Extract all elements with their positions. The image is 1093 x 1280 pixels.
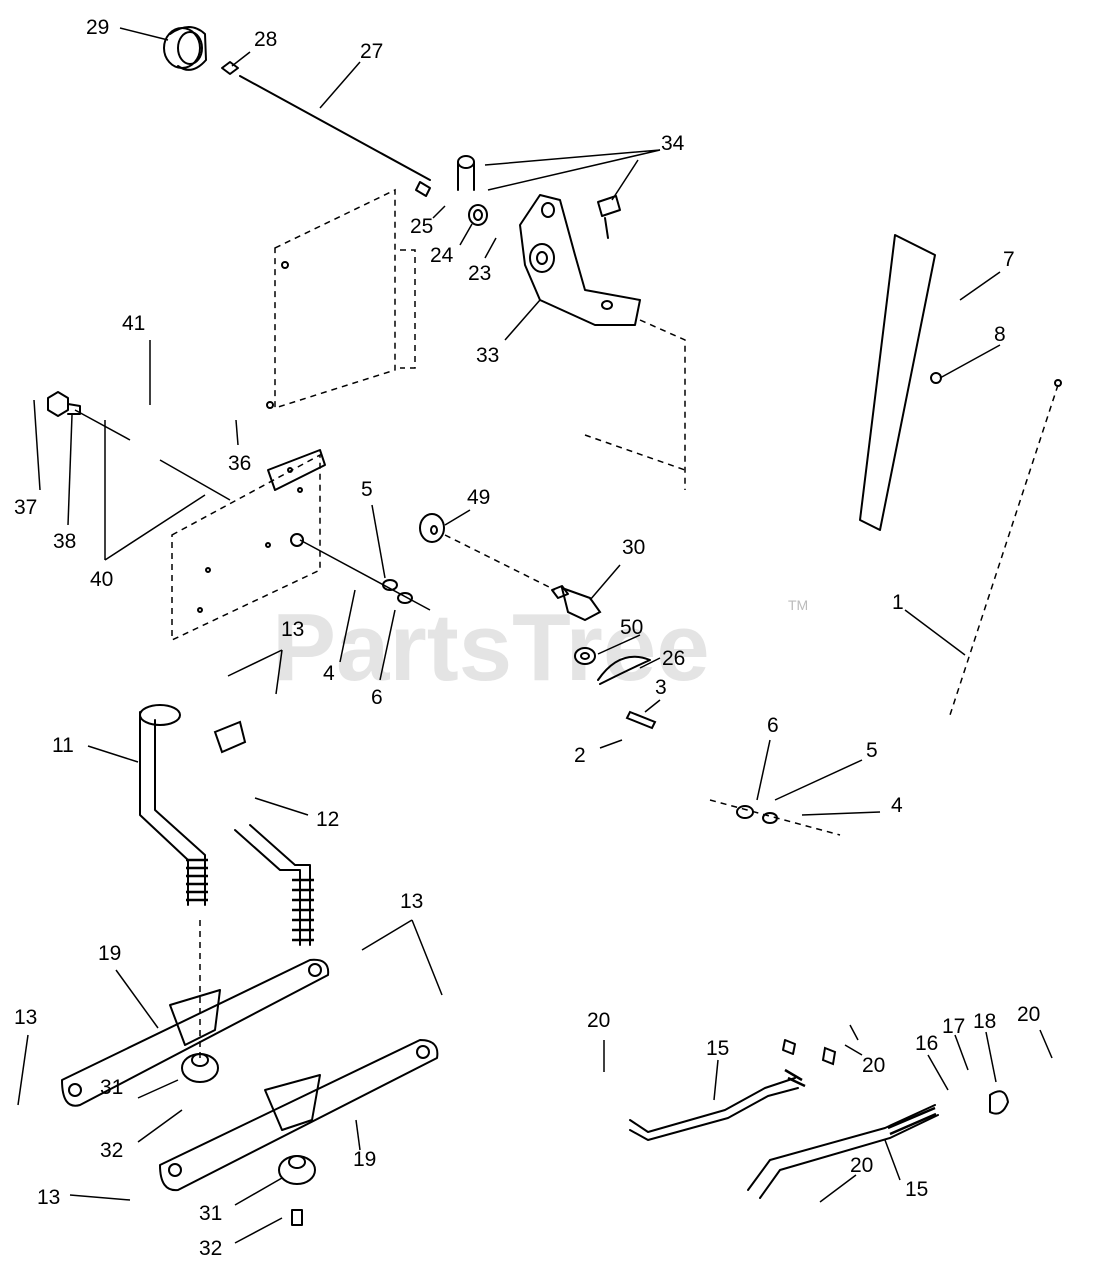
- part-34-bolt: [457, 155, 621, 239]
- callout-3: 3: [655, 676, 667, 699]
- callout-41: 41: [122, 312, 145, 335]
- part-30-switch: [551, 585, 602, 622]
- part-40-plate: [74, 409, 431, 642]
- callout-4-right: 4: [891, 794, 903, 817]
- callout-11: 11: [52, 734, 74, 757]
- housing-outline: [266, 188, 686, 490]
- part-7-handle: [859, 234, 942, 531]
- watermark: PartsTree: [272, 594, 710, 701]
- part-19-upper-arm: [61, 958, 330, 1107]
- part-31-nut-upper: [181, 1053, 219, 1083]
- callout-25: 25: [410, 215, 433, 238]
- callout-2: 2: [574, 744, 586, 767]
- part-drawings: [47, 26, 1062, 1226]
- part-50-nut: [574, 647, 596, 665]
- callout-19-lower: 19: [353, 1148, 376, 1171]
- part-19-lower-arm: [159, 1039, 439, 1192]
- callout-15-upper: 15: [706, 1037, 729, 1060]
- callout-20-left: 20: [587, 1009, 610, 1032]
- callout-32-upper: 32: [100, 1139, 123, 1162]
- callout-16: 16: [915, 1032, 938, 1055]
- pivot-parts: [415, 181, 488, 226]
- callout-36: 36: [228, 452, 251, 475]
- callout-17: 17: [942, 1015, 965, 1038]
- callout-40: 40: [90, 568, 113, 591]
- callout-labels: 29 28 27 34 25 24 23 33 7 8 41 36 37 38 …: [14, 16, 1040, 1260]
- part-27-shaft: [239, 75, 431, 181]
- callout-27: 27: [360, 40, 383, 63]
- callout-34: 34: [661, 132, 685, 155]
- callout-13-upper-left: 13: [281, 618, 304, 641]
- callout-7: 7: [1003, 248, 1015, 271]
- callout-6-right: 6: [767, 714, 779, 737]
- callout-32-lower: 32: [199, 1237, 222, 1260]
- callout-12: 12: [316, 808, 339, 831]
- part-3-pin: [625, 710, 657, 730]
- part-15-lower-rod: [747, 1090, 1009, 1199]
- callout-20-middle: 20: [862, 1054, 885, 1077]
- callout-26: 26: [662, 647, 685, 670]
- callout-19-upper: 19: [98, 942, 121, 965]
- callout-29: 29: [86, 16, 109, 39]
- callout-13-bottom: 13: [37, 1186, 60, 1209]
- callout-31-lower: 31: [199, 1202, 222, 1225]
- callout-24: 24: [430, 244, 454, 267]
- callout-30: 30: [622, 536, 645, 559]
- part-31-nut-lower: [278, 1155, 316, 1185]
- callout-38: 38: [53, 530, 76, 553]
- part-29-cap: [163, 26, 207, 71]
- part-37-38-bolt: [47, 391, 81, 417]
- part-32-bolt-lower: [291, 1209, 303, 1226]
- watermark-trademark: TM: [788, 597, 808, 613]
- part-15-upper-rod: [629, 1039, 837, 1141]
- part-11-rod: [139, 704, 208, 906]
- callout-6-upper: 6: [371, 686, 383, 709]
- callout-13-middle: 13: [400, 890, 423, 913]
- callout-28: 28: [254, 28, 277, 51]
- callout-49: 49: [467, 486, 490, 509]
- callout-20-lower: 20: [850, 1154, 873, 1177]
- callout-15-lower: 15: [905, 1178, 928, 1201]
- callout-31-upper: 31: [100, 1076, 123, 1099]
- leader-lines: [17, 27, 1053, 1244]
- part-4-5-6-washers: [382, 579, 841, 836]
- part-33-bracket: [519, 194, 641, 326]
- callout-5-right: 5: [866, 739, 878, 762]
- part-1-rod: [949, 379, 1062, 716]
- callout-8: 8: [994, 323, 1006, 346]
- callout-20-right: 20: [1017, 1003, 1040, 1026]
- part-28: [221, 61, 239, 75]
- callout-13-left: 13: [14, 1006, 37, 1029]
- callout-1: 1: [892, 591, 904, 614]
- callout-18: 18: [973, 1010, 996, 1033]
- callout-5-upper: 5: [361, 478, 373, 501]
- part-12-rod: [213, 720, 314, 946]
- callout-33: 33: [476, 344, 499, 367]
- callout-4-upper: 4: [323, 662, 335, 685]
- callout-23: 23: [468, 262, 491, 285]
- callout-50: 50: [620, 616, 643, 639]
- callout-37: 37: [14, 496, 37, 519]
- part-49-washer: [419, 513, 556, 591]
- part-26-hairpin: [597, 655, 651, 685]
